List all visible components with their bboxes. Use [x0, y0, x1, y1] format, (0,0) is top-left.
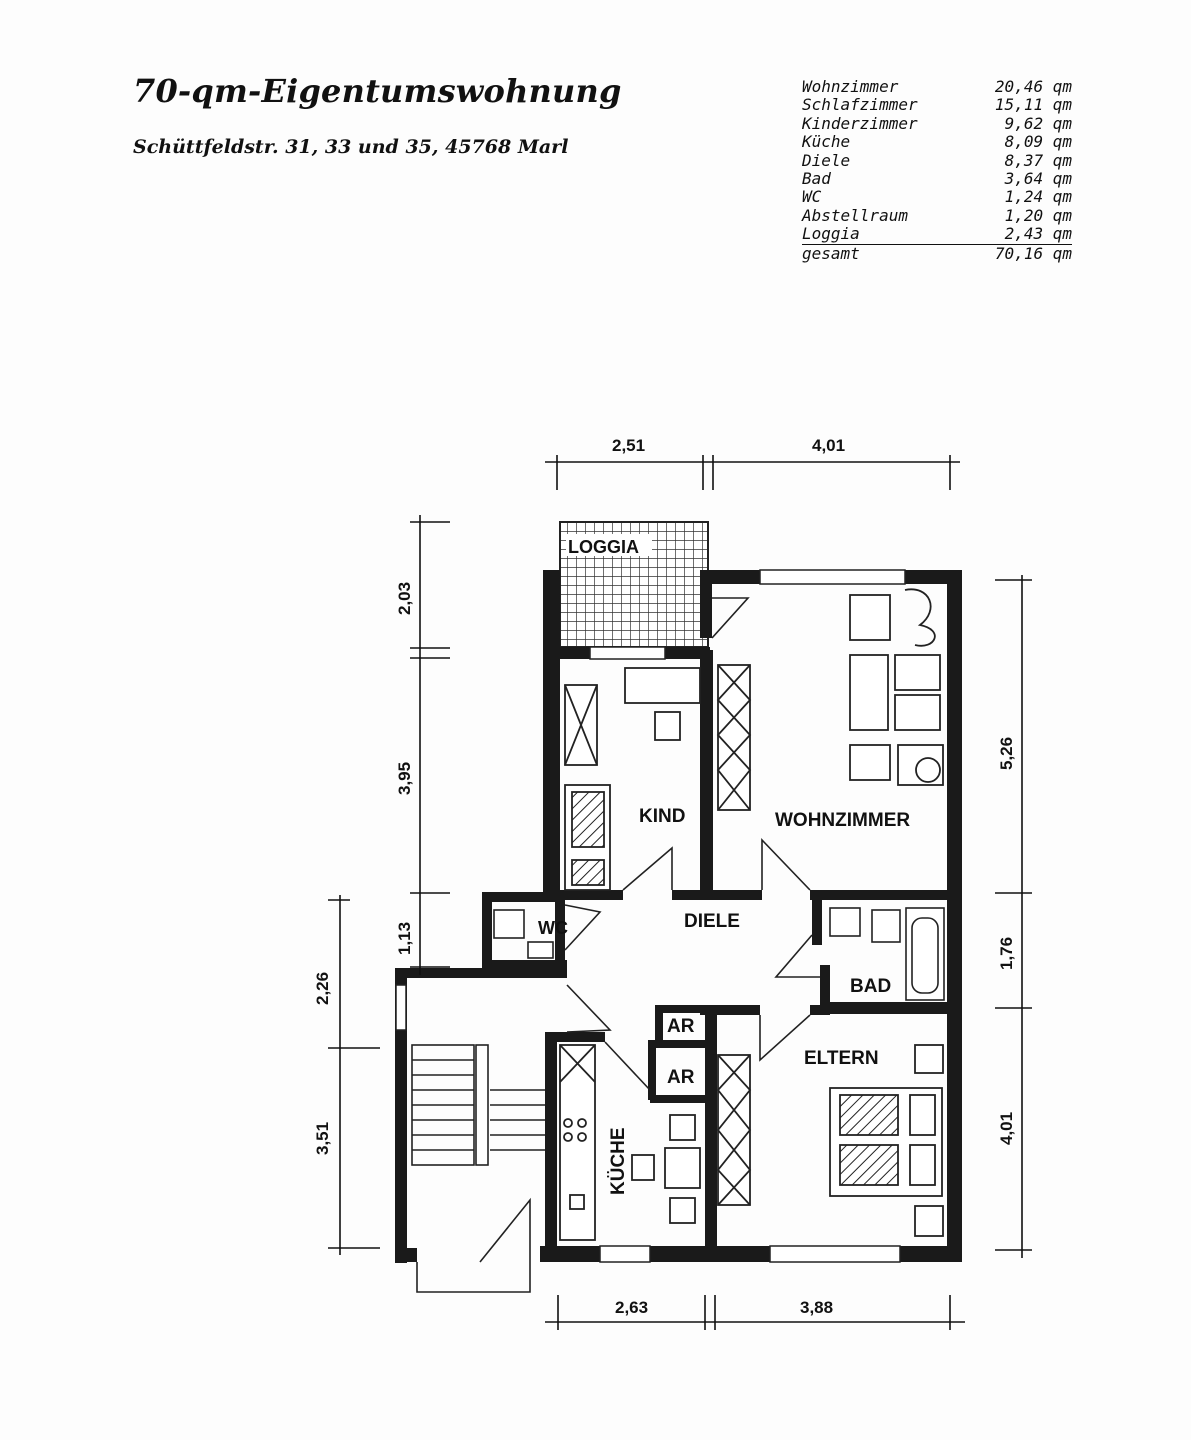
- area-row-bad: Bad 3,64 qm: [802, 168, 1072, 188]
- area-value: 8,09: [1004, 132, 1044, 152]
- dim-top-left: 2,51: [612, 436, 645, 455]
- dim-right-1: 5,26: [997, 737, 1016, 770]
- area-name: Diele: [802, 150, 851, 170]
- area-row-wohnzimmer: Wohnzimmer 20,46 qm: [802, 77, 1072, 96]
- room-label-loggia: LOGGIA: [568, 537, 639, 557]
- area-unit: qm: [1052, 187, 1072, 207]
- page-title: 70-qm-Eigentumswohnung: [133, 72, 622, 110]
- dim-bottom-right: 3,88: [800, 1298, 833, 1317]
- area-name: Loggia: [802, 224, 860, 244]
- area-unit: qm: [1052, 113, 1072, 133]
- walls: [395, 570, 962, 1263]
- area-value: 15,11: [994, 95, 1044, 115]
- area-row-wc: WC 1,24 qm: [802, 187, 1072, 207]
- area-row-kinderzimmer: Kinderzimmer 9,62 qm: [802, 113, 1072, 133]
- room-label-kind: KIND: [639, 806, 685, 827]
- area-row-total: gesamt 70,16 qm: [802, 243, 1072, 263]
- dim-left-4: 2,26: [313, 972, 332, 1005]
- area-name: Schlafzimmer: [802, 95, 918, 115]
- area-value: 1,24: [1004, 187, 1044, 207]
- dim-right-3: 4,01: [997, 1112, 1016, 1145]
- area-row-abstellraum: Abstellraum 1,20 qm: [802, 205, 1072, 225]
- area-unit: qm: [1052, 150, 1072, 170]
- area-unit: qm: [1052, 224, 1072, 244]
- dimension-labels: 2,51 4,01 2,63 3,88 2,03 3,95 1,13 2,26 …: [313, 436, 1016, 1317]
- area-value: 3,64: [1004, 168, 1044, 188]
- area-row-diele: Diele 8,37 qm: [802, 150, 1072, 170]
- area-row-kueche: Küche 8,09 qm: [802, 132, 1072, 152]
- area-name: Küche: [802, 132, 851, 152]
- area-unit: qm: [1052, 168, 1072, 188]
- room-label-kueche: KÜCHE: [608, 1127, 629, 1195]
- area-value: 2,43: [1004, 224, 1044, 244]
- room-label-eltern: ELTERN: [804, 1048, 879, 1069]
- room-label-ar-2: AR: [667, 1067, 695, 1088]
- dim-right-2: 1,76: [997, 937, 1016, 970]
- area-value: 8,37: [1004, 150, 1044, 170]
- area-row-schlafzimmer: Schlafzimmer 15,11 qm: [802, 95, 1072, 115]
- dim-left-3: 1,13: [395, 922, 414, 955]
- area-unit: qm: [1052, 205, 1072, 225]
- kueche-furniture: [559, 1044, 701, 1241]
- area-value: 1,20: [1004, 205, 1044, 225]
- area-name: Kinderzimmer: [802, 113, 918, 133]
- area-name: Bad: [802, 168, 831, 188]
- area-unit: qm: [1052, 95, 1072, 115]
- room-label-bad: BAD: [850, 976, 891, 997]
- area-name: Wohnzimmer: [802, 77, 899, 96]
- wohnzimmer-furniture: [716, 588, 944, 811]
- bad-fixtures: [829, 907, 945, 1001]
- area-unit: qm: [1052, 243, 1072, 263]
- stairs: [411, 1044, 545, 1166]
- loggia: LOGGIA: [559, 521, 709, 648]
- eltern-furniture: [716, 1044, 944, 1237]
- kind-furniture: [564, 667, 701, 891]
- door-swings: [416, 597, 820, 1293]
- area-value: 9,62: [1004, 113, 1044, 133]
- area-row-loggia: Loggia 2,43 qm: [802, 224, 1072, 245]
- address: Schüttfeldstr. 31, 33 und 35, 45768 Marl: [133, 136, 569, 158]
- area-total-name: gesamt: [802, 243, 860, 263]
- area-unit: qm: [1052, 132, 1072, 152]
- wc-fixtures: [493, 909, 554, 959]
- dim-left-5: 3,51: [313, 1122, 332, 1155]
- dim-left-2: 3,95: [395, 762, 414, 795]
- room-label-wc: WC: [538, 918, 568, 938]
- area-name: WC: [802, 187, 822, 207]
- dim-top-right: 4,01: [812, 436, 845, 455]
- room-label-diele: DIELE: [684, 911, 740, 932]
- area-value: 20,46: [994, 77, 1044, 96]
- area-total-value: 70,16: [994, 243, 1044, 263]
- windows: [395, 569, 906, 1263]
- room-label-wohnzimmer: WOHNZIMMER: [775, 810, 910, 831]
- dim-left-1: 2,03: [395, 582, 414, 615]
- dim-bottom-left: 2,63: [615, 1298, 648, 1317]
- area-name: Abstellraum: [802, 205, 908, 225]
- room-label-ar-1: AR: [667, 1016, 695, 1037]
- dimension-lines: [328, 455, 1032, 1330]
- area-unit: qm: [1052, 77, 1072, 96]
